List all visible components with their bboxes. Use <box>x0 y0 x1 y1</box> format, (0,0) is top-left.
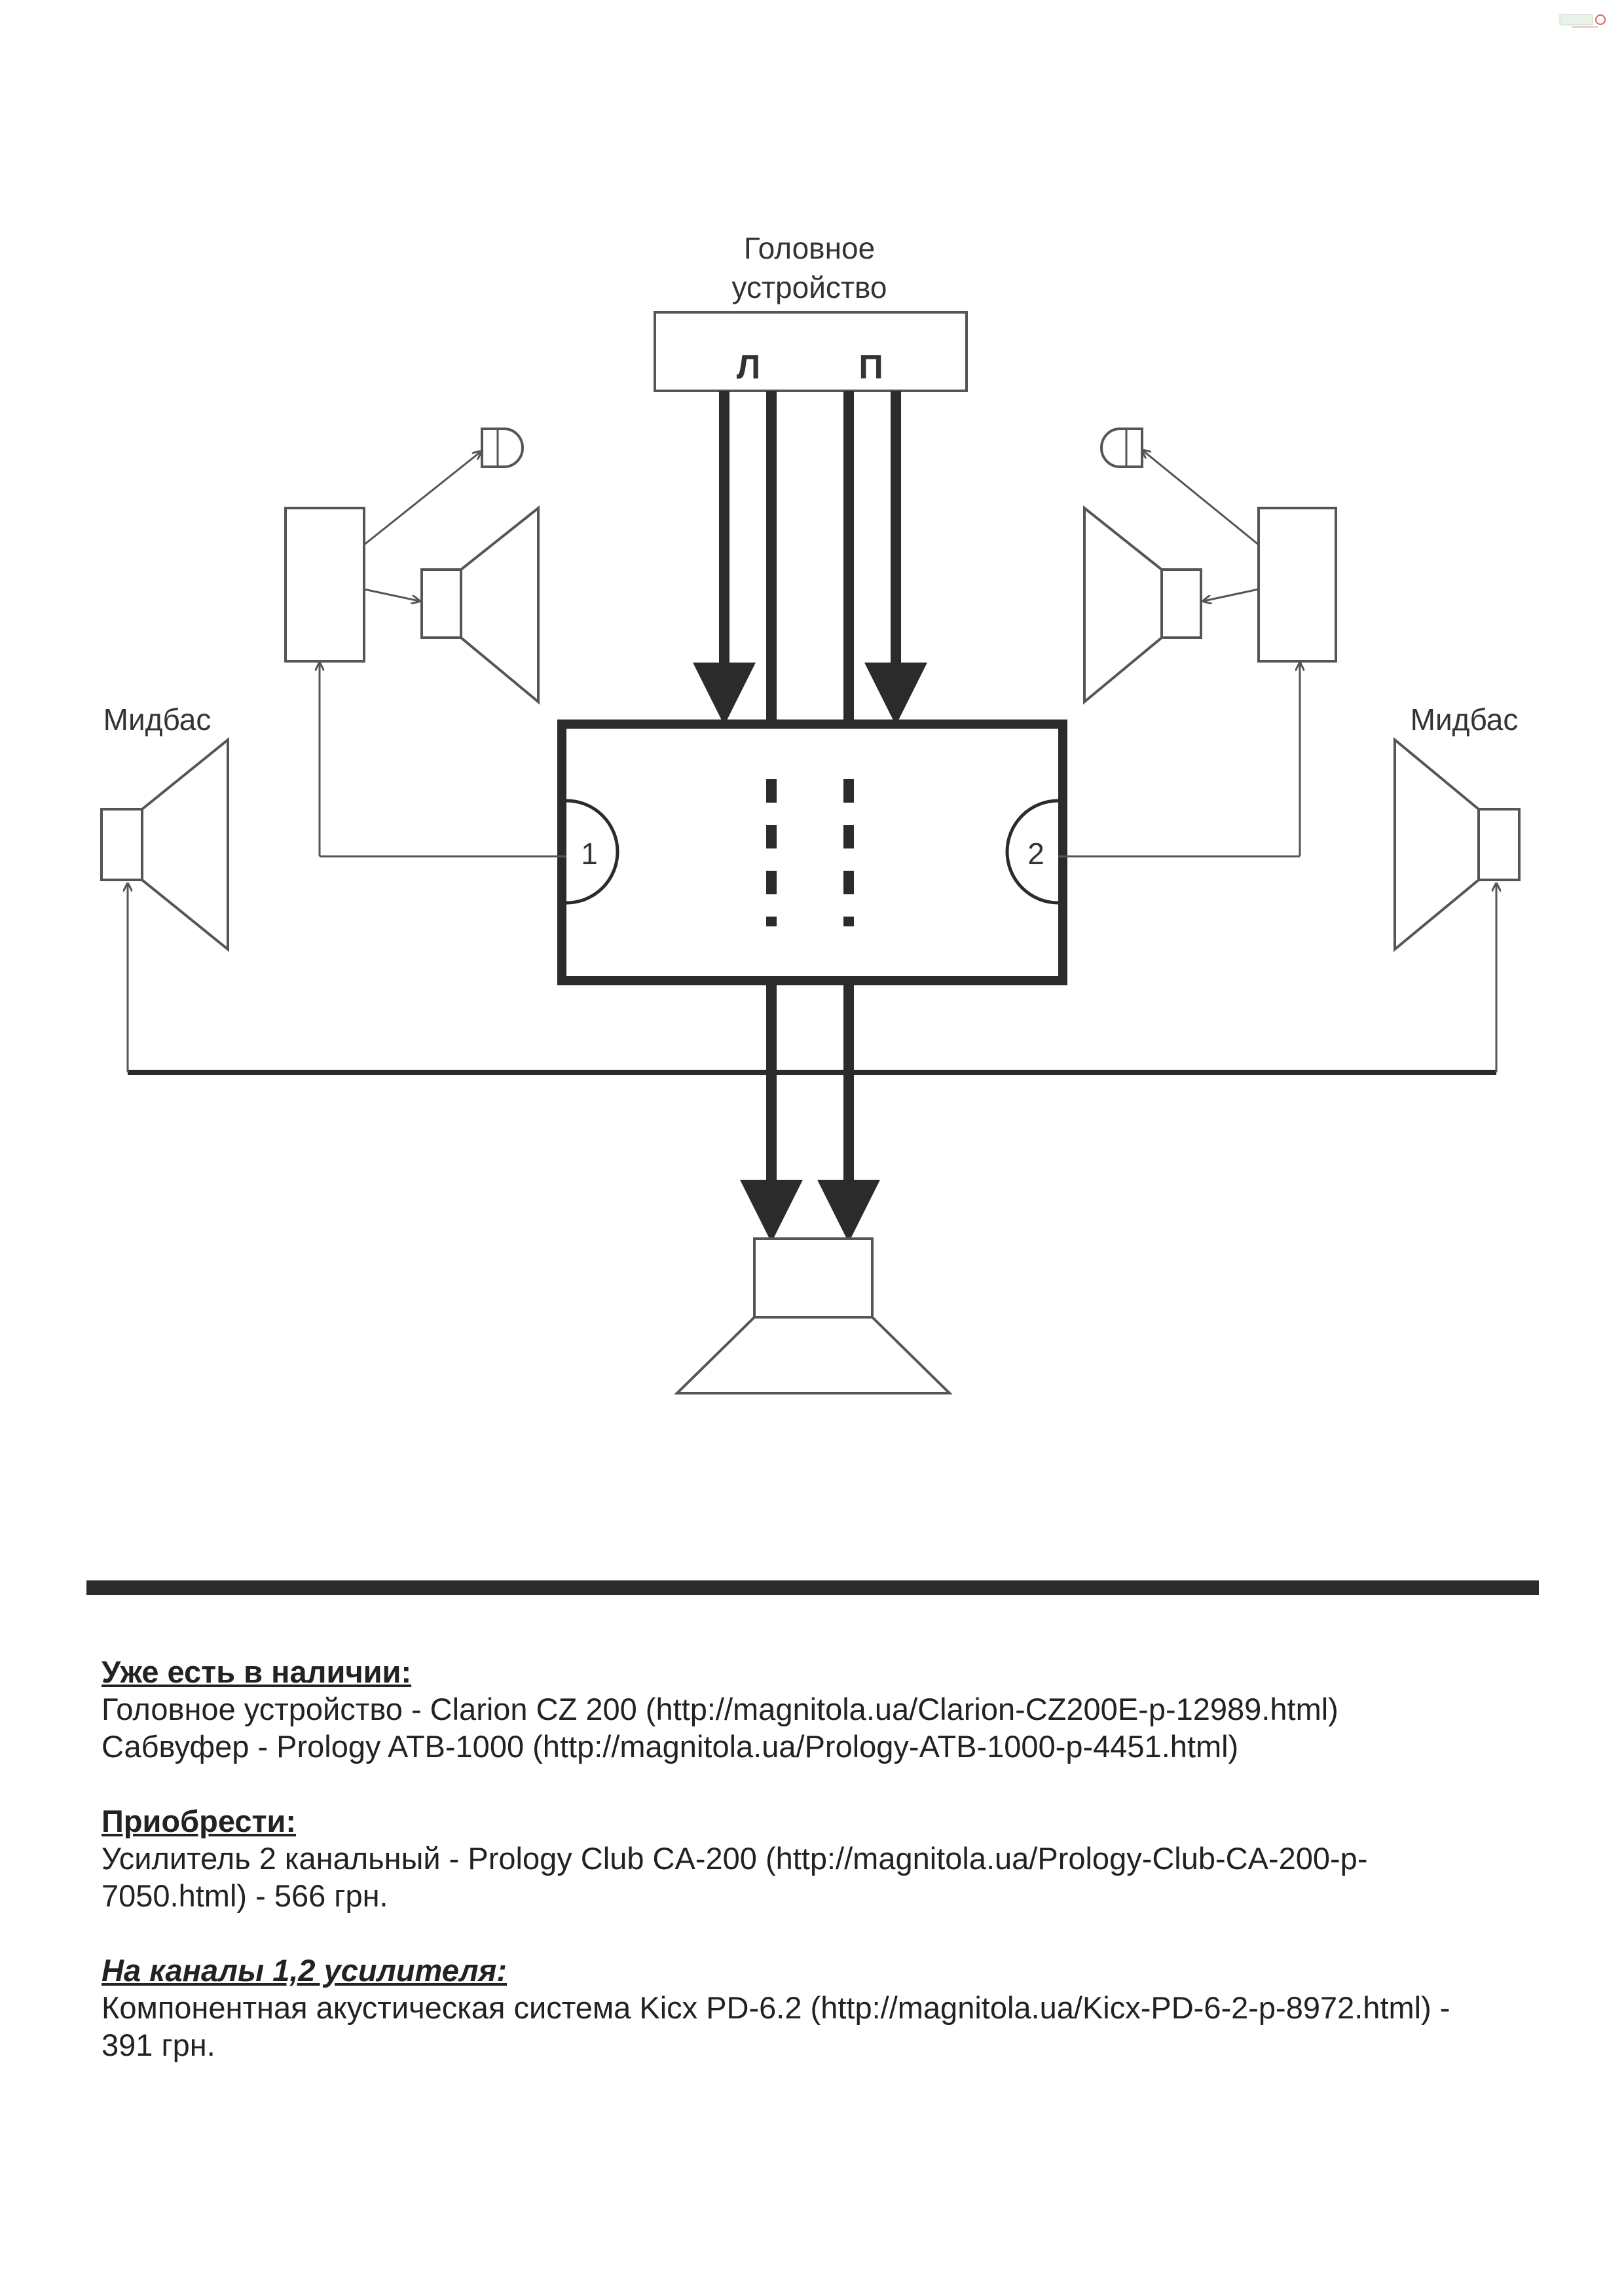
left-crossover <box>284 507 365 663</box>
right-mid-magnet <box>1160 568 1202 639</box>
right-mid-cone <box>1083 505 1163 705</box>
left-mid-magnet <box>420 568 462 639</box>
right-midbass-magnet <box>1477 808 1521 881</box>
amp-channel-2-label: 2 <box>1027 837 1044 871</box>
logo-icon <box>1559 14 1606 28</box>
right-crossover-set <box>1058 428 1337 858</box>
section-in-stock-heading: Уже есть в наличии: <box>101 1654 412 1689</box>
left-tweeter <box>481 428 524 468</box>
section-to-buy: Приобрести: Усилитель 2 канальный - Prol… <box>101 1802 1555 1914</box>
left-midbass-cone <box>141 737 229 953</box>
info-line: 391 грн. <box>101 2028 215 2062</box>
amp-channel-1-label: 1 <box>581 837 598 871</box>
section-divider <box>86 1580 1539 1595</box>
left-midbass-magnet <box>100 808 143 881</box>
info-line: 7050.html) - 566 грн. <box>101 1878 388 1913</box>
head-unit-label: Головное <box>744 231 875 265</box>
info-line: Усилитель 2 канальный - Prology Club CA-… <box>101 1841 1368 1876</box>
section-in-stock: Уже есть в наличии: Головное устройство … <box>101 1653 1555 1765</box>
subwoofer <box>674 1237 953 1394</box>
head-unit-label-2: устройство <box>732 270 887 304</box>
channel-right-label: П <box>858 348 883 386</box>
amp-channel-1-terminal <box>566 799 619 905</box>
right-midbass-cone <box>1393 737 1480 953</box>
head-unit-box <box>654 311 968 392</box>
left-mid-cone <box>460 505 540 705</box>
info-block: Уже есть в наличии: Головное устройство … <box>101 1653 1555 2101</box>
section-amp-channels-heading: На каналы 1,2 усилителя: <box>101 1953 507 1988</box>
amp-channel-2-terminal <box>1005 799 1059 905</box>
info-line: Сабвуфер - Prology ATB-1000 (http://magn… <box>101 1729 1239 1764</box>
right-crossover <box>1257 507 1337 663</box>
amplifier-box <box>557 720 1067 985</box>
left-crossover-set <box>284 428 566 858</box>
info-line: Компонентная акустическая система Kicx P… <box>101 1990 1450 2025</box>
amplifier: 1 2 <box>557 720 1067 985</box>
midbass-feed-lines <box>128 884 1496 1075</box>
head-unit-to-amp-cables <box>693 391 927 725</box>
right-midbass: Мидбас <box>1393 702 1521 953</box>
channel-left-label: Л <box>737 348 761 386</box>
section-amp-channels: На каналы 1,2 усилителя: Компонентная ак… <box>101 1952 1555 2064</box>
wiring-diagram: Головное устройство Л П 1 2 <box>100 231 1521 1394</box>
midbass-left-label: Мидбас <box>103 702 212 737</box>
amp-to-subwoofer-cables <box>740 981 880 1243</box>
subwoofer-magnet <box>753 1237 874 1319</box>
left-midbass: Мидбас <box>100 702 229 953</box>
right-tweeter <box>1100 428 1143 468</box>
head-unit: Головное устройство Л П <box>654 231 968 392</box>
midbass-right-label: Мидбас <box>1411 702 1519 737</box>
section-to-buy-heading: Приобрести: <box>101 1804 297 1838</box>
subwoofer-cone <box>674 1316 953 1394</box>
info-line: Головное устройство - Clarion CZ 200 (ht… <box>101 1692 1338 1726</box>
